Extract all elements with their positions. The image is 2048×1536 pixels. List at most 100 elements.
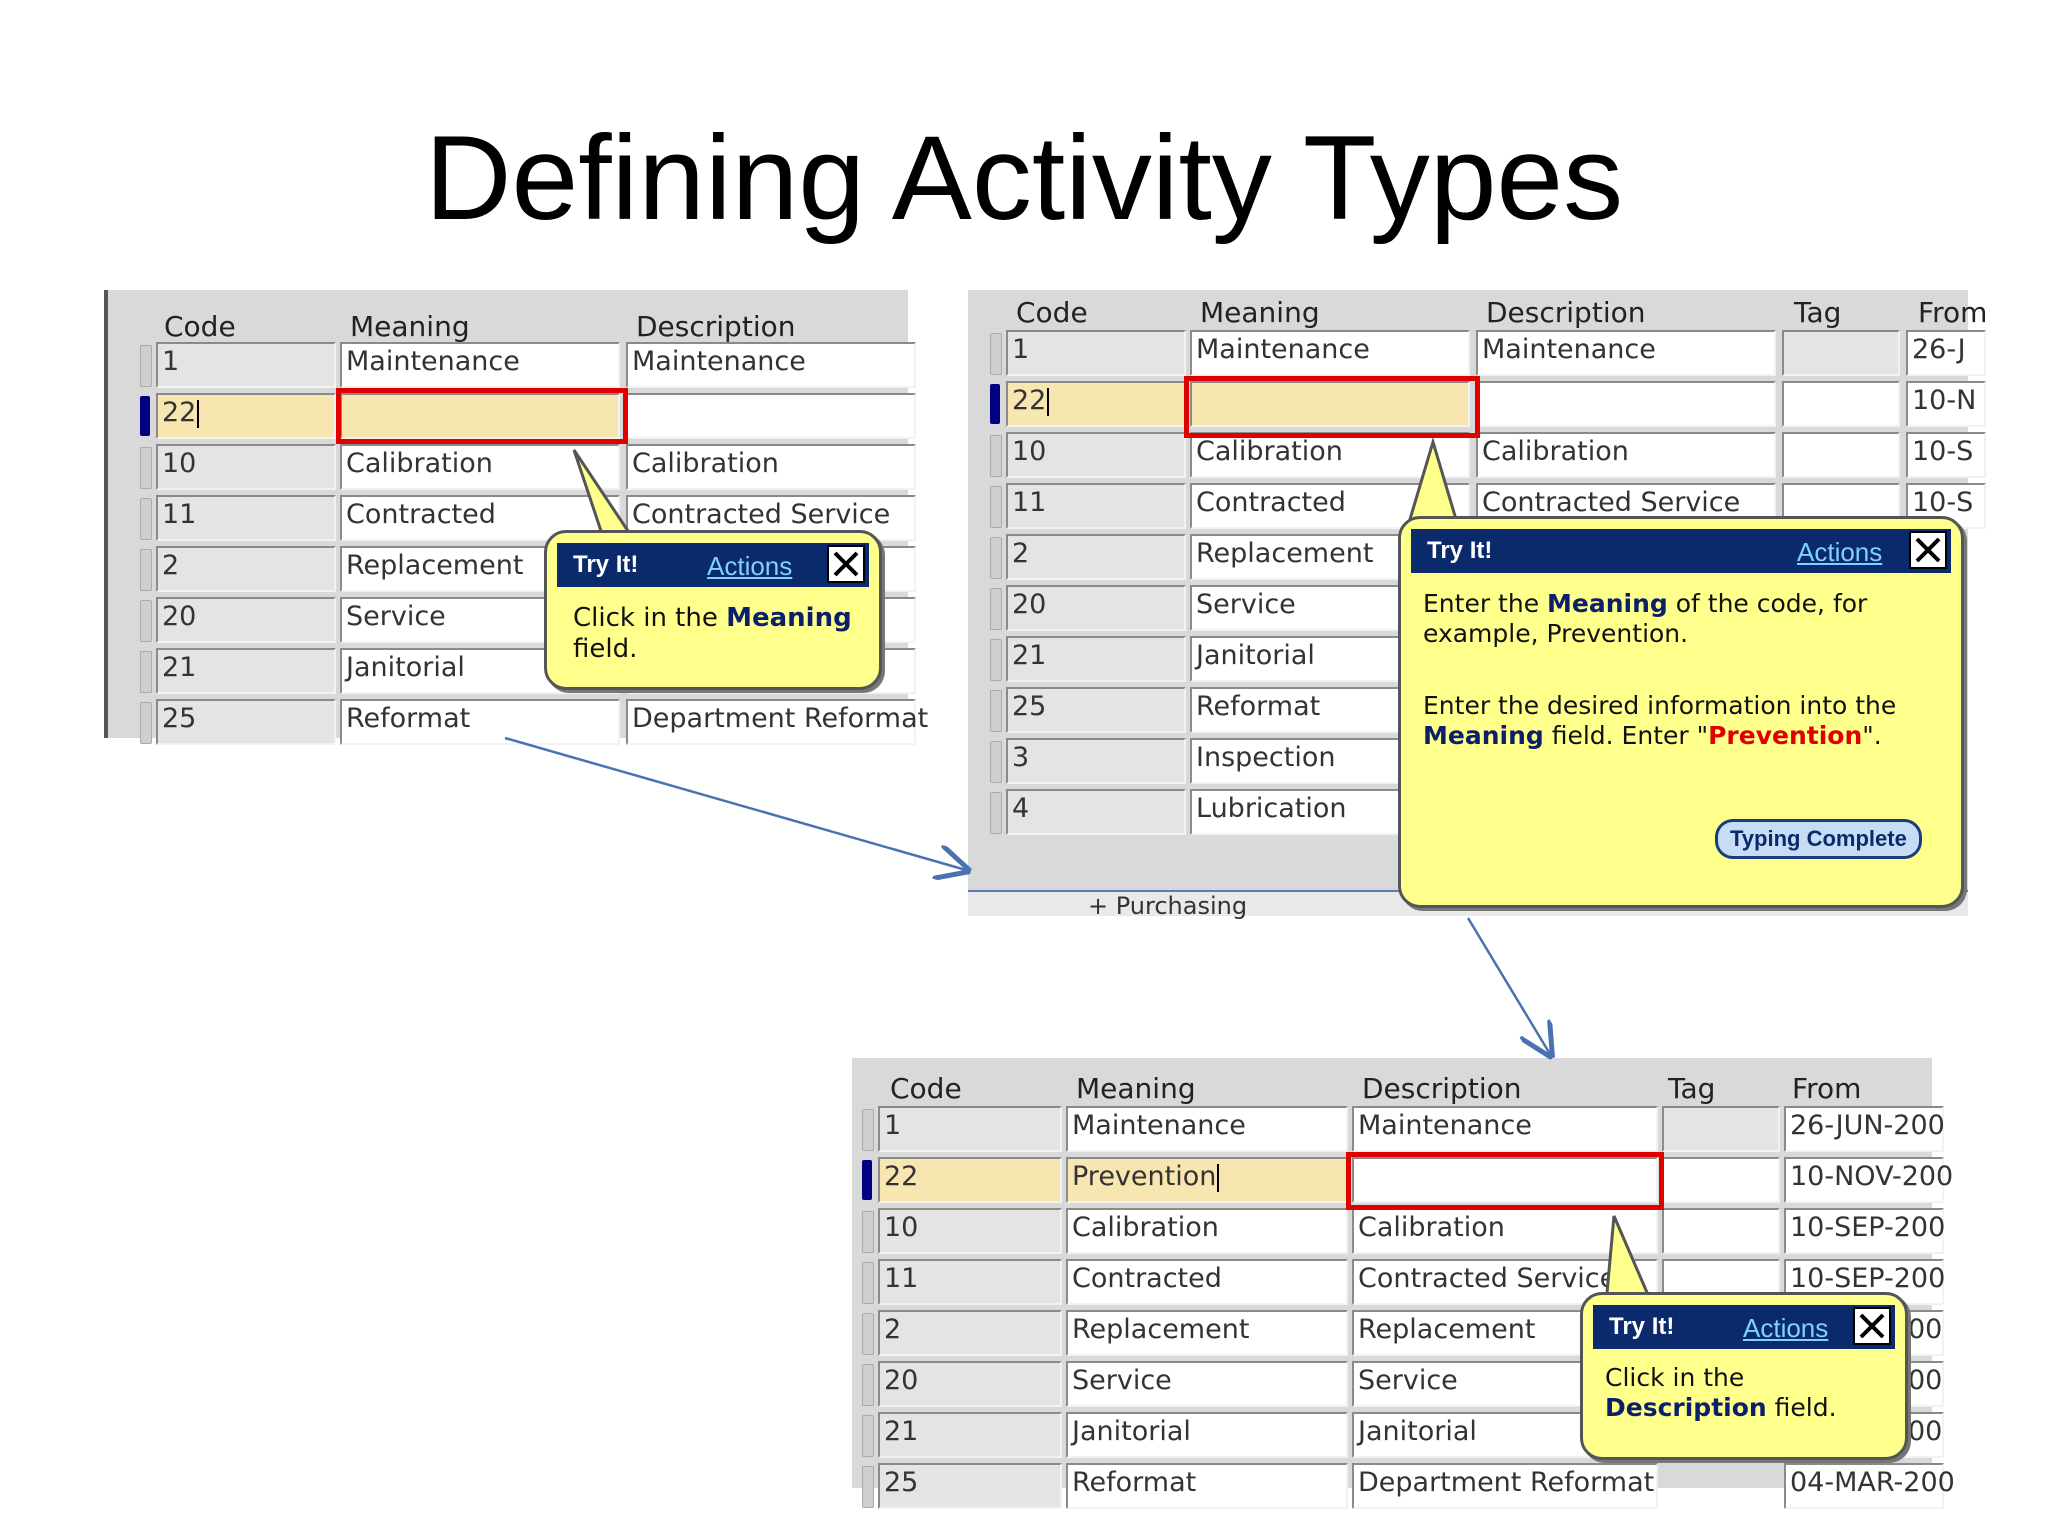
description-field[interactable]: Maintenance xyxy=(626,342,916,388)
meaning-field-current[interactable] xyxy=(1190,381,1470,427)
description-field[interactable] xyxy=(626,393,916,439)
code-field[interactable]: 20 xyxy=(1006,585,1186,631)
code-field-current[interactable]: 22 xyxy=(1006,381,1186,427)
row-selector[interactable] xyxy=(862,1109,874,1151)
code-field[interactable]: 10 xyxy=(878,1208,1062,1254)
row-selector[interactable] xyxy=(140,345,152,387)
row-selector[interactable] xyxy=(990,690,1002,732)
row-selector[interactable] xyxy=(862,1313,874,1355)
code-field[interactable]: 11 xyxy=(156,495,336,541)
tag-field[interactable] xyxy=(1782,330,1900,376)
row-selector[interactable] xyxy=(140,651,152,693)
current-row-indicator[interactable] xyxy=(140,396,150,436)
row-selector[interactable] xyxy=(990,639,1002,681)
purchasing-node[interactable]: + Purchasing xyxy=(1088,892,1248,920)
tag-field[interactable] xyxy=(1782,432,1900,478)
row-selector[interactable] xyxy=(140,702,152,744)
row-selector[interactable] xyxy=(862,1211,874,1253)
code-field[interactable]: 25 xyxy=(156,699,336,745)
row-selector[interactable] xyxy=(140,447,152,489)
code-field[interactable]: 21 xyxy=(1006,636,1186,682)
code-field[interactable]: 10 xyxy=(156,444,336,490)
code-field[interactable]: 21 xyxy=(156,648,336,694)
current-row-indicator[interactable] xyxy=(990,384,1000,424)
row-selector[interactable] xyxy=(862,1415,874,1457)
row-selector[interactable] xyxy=(990,435,1002,477)
column-header-tag: Tag xyxy=(1668,1072,1716,1105)
from-date-field[interactable]: 00 xyxy=(1902,1412,1944,1458)
code-field[interactable]: 10 xyxy=(1006,432,1186,478)
from-date-field[interactable]: 00 xyxy=(1902,1310,1944,1356)
from-date-field[interactable]: 26-J xyxy=(1906,330,1986,376)
actions-link[interactable]: Actions xyxy=(707,551,793,581)
screenshot-step-3: Code Meaning Description Tag From 1 Main… xyxy=(852,1058,1955,1509)
code-field[interactable]: 1 xyxy=(156,342,336,388)
row-selector[interactable] xyxy=(990,537,1002,579)
code-field[interactable]: 3 xyxy=(1006,738,1186,784)
code-field[interactable]: 4 xyxy=(1006,789,1186,835)
description-field[interactable]: Calibration xyxy=(1476,432,1776,478)
code-field[interactable]: 11 xyxy=(878,1259,1062,1305)
code-field-current[interactable]: 22 xyxy=(878,1157,1062,1203)
description-field[interactable]: Calibration xyxy=(626,444,916,490)
from-date-field[interactable]: 04-MAR-200 xyxy=(1784,1463,1955,1509)
current-row-indicator[interactable] xyxy=(862,1160,872,1200)
code-field[interactable]: 1 xyxy=(878,1106,1062,1152)
code-field[interactable]: 25 xyxy=(878,1463,1062,1509)
close-icon[interactable] xyxy=(1853,1307,1891,1345)
row-selector[interactable] xyxy=(140,498,152,540)
actions-link[interactable]: Actions xyxy=(1797,537,1883,567)
description-field[interactable]: Maintenance xyxy=(1352,1106,1658,1152)
row-selector[interactable] xyxy=(990,486,1002,528)
row-selector[interactable] xyxy=(862,1262,874,1304)
from-date-field[interactable]: 26-JUN-200 xyxy=(1784,1106,1945,1152)
code-field[interactable]: 21 xyxy=(878,1412,1062,1458)
close-icon[interactable] xyxy=(827,545,865,583)
typing-complete-button[interactable]: Typing Complete xyxy=(1715,819,1922,859)
tag-field[interactable] xyxy=(1662,1208,1780,1254)
meaning-field[interactable]: Maintenance xyxy=(340,342,620,388)
code-field[interactable]: 2 xyxy=(878,1310,1062,1356)
description-field[interactable] xyxy=(1352,1157,1658,1203)
actions-link[interactable]: Actions xyxy=(1743,1313,1829,1343)
tag-field[interactable] xyxy=(1782,381,1900,427)
meaning-field-current[interactable] xyxy=(340,393,620,439)
code-field[interactable]: 2 xyxy=(156,546,336,592)
code-field[interactable]: 20 xyxy=(156,597,336,643)
code-field[interactable]: 2 xyxy=(1006,534,1186,580)
arrow-step2-to-step3 xyxy=(1466,917,1550,1054)
code-field[interactable]: 20 xyxy=(878,1361,1062,1407)
row-selector[interactable] xyxy=(990,741,1002,783)
description-field[interactable]: Department Reformat xyxy=(1352,1463,1658,1509)
meaning-field[interactable]: Service xyxy=(1066,1361,1348,1407)
code-field[interactable]: 1 xyxy=(1006,330,1186,376)
meaning-field[interactable]: Maintenance xyxy=(1190,330,1470,376)
tag-field[interactable] xyxy=(1662,1106,1780,1152)
from-date-field[interactable]: 10-SEP-200 xyxy=(1784,1208,1945,1254)
from-date-field[interactable]: 00 xyxy=(1902,1361,1944,1407)
row-selector[interactable] xyxy=(862,1364,874,1406)
row-selector[interactable] xyxy=(140,549,152,591)
code-field[interactable]: 11 xyxy=(1006,483,1186,529)
tag-field[interactable] xyxy=(1662,1157,1780,1203)
description-field[interactable] xyxy=(1476,381,1776,427)
code-field[interactable]: 25 xyxy=(1006,687,1186,733)
meaning-field[interactable]: Contracted xyxy=(1066,1259,1348,1305)
row-selector[interactable] xyxy=(990,333,1002,375)
meaning-field[interactable]: Janitorial xyxy=(1066,1412,1348,1458)
row-selector[interactable] xyxy=(990,792,1002,834)
meaning-field[interactable]: Replacement xyxy=(1066,1310,1348,1356)
code-field-current[interactable]: 22 xyxy=(156,393,336,439)
description-field[interactable]: Maintenance xyxy=(1476,330,1776,376)
row-selector[interactable] xyxy=(990,588,1002,630)
from-date-field[interactable]: 10-S xyxy=(1906,432,1986,478)
meaning-field[interactable]: Calibration xyxy=(1066,1208,1348,1254)
from-date-field[interactable]: 10-NOV-200 xyxy=(1784,1157,1953,1203)
close-icon[interactable] xyxy=(1909,531,1947,569)
row-selector[interactable] xyxy=(862,1466,874,1508)
meaning-field-current[interactable]: Prevention xyxy=(1066,1157,1348,1203)
meaning-field[interactable]: Reformat xyxy=(1066,1463,1348,1509)
meaning-field[interactable]: Maintenance xyxy=(1066,1106,1348,1152)
from-date-field[interactable]: 10-N xyxy=(1906,381,1986,427)
row-selector[interactable] xyxy=(140,600,152,642)
